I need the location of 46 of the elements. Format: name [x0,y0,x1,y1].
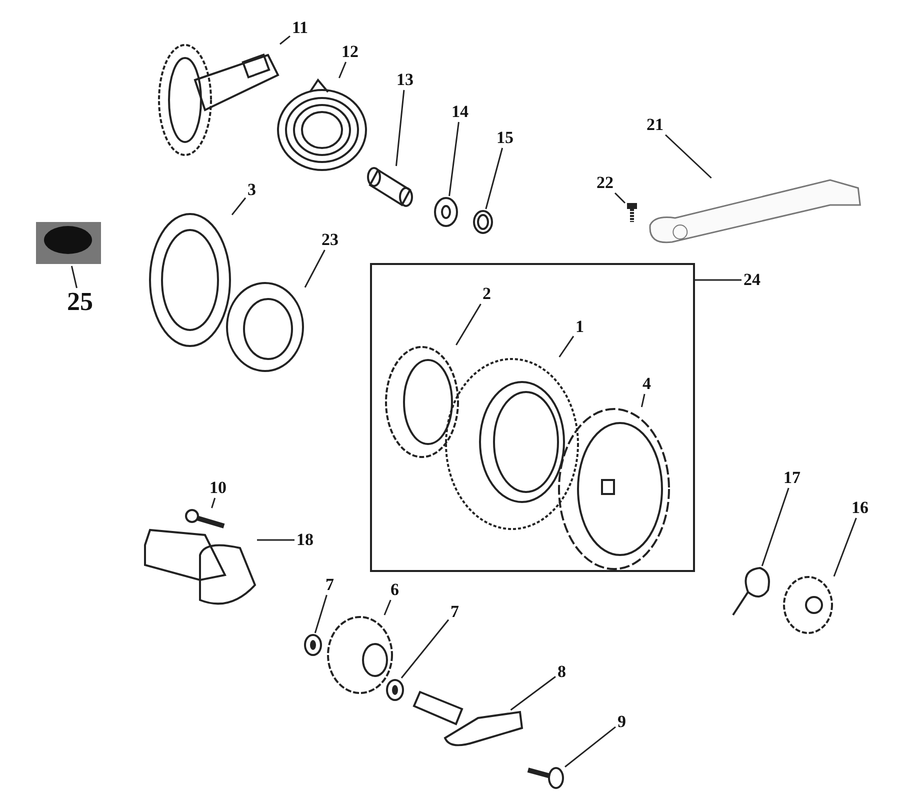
washer-drawing [303,633,323,657]
rubber-pad-drawing [34,220,103,266]
bolt-drawing [184,508,226,528]
bolt-drawing [526,766,565,790]
leader-line [70,266,78,288]
leader-line [614,192,626,204]
starter-motor-drawing [143,528,257,606]
spring-clip-drawing [731,566,771,617]
leader-line [761,488,790,566]
leader-line [558,336,574,358]
leader-line [314,594,328,634]
ring-drawing [148,212,232,348]
leader-line [695,279,742,281]
lever-plate-drawing [443,710,524,748]
leader-line [257,539,294,541]
leader-line [280,36,290,45]
seal-drawing [225,281,305,373]
driven-gear-drawing [444,357,580,531]
leader-line [640,394,646,408]
leader-line [211,498,216,508]
leader-line [338,62,347,78]
leader-line [231,197,246,216]
leader-line [456,304,482,346]
ring-gear-drawing [384,345,460,459]
gear-drawing [326,615,394,695]
washer-drawing [385,678,405,702]
kick-lever-drawing [648,178,862,244]
leader-line [564,726,616,768]
leader-line [400,619,450,678]
ratchet-gear-drawing [557,407,671,571]
leader-line [664,134,712,179]
kick-starter-shaft-drawing [157,43,280,157]
leader-line [304,250,326,288]
leader-line [448,122,460,196]
circlip-drawing [472,209,494,235]
bolt-drawing [625,201,639,224]
washer-drawing [433,196,459,228]
bushing-drawing [366,166,414,208]
gear-drawing [782,575,834,635]
leader-line [485,148,504,210]
leader-line [384,600,392,616]
leader-line [510,676,556,711]
spring-drawing [276,78,368,172]
group-frame [370,263,695,572]
leader-line [833,518,857,577]
leader-line [395,90,405,166]
